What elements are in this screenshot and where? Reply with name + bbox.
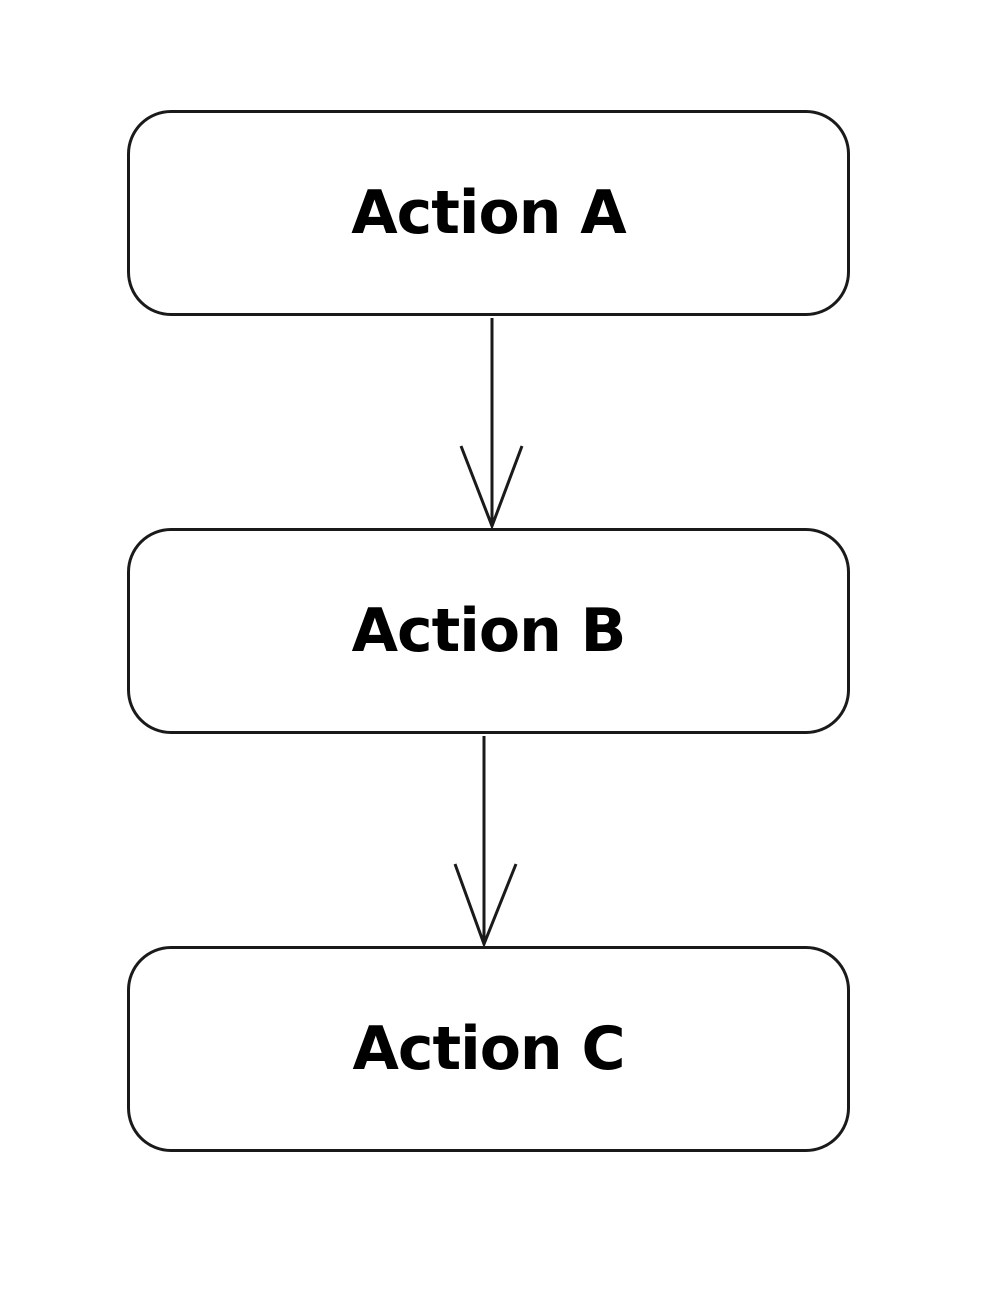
node-action-a-label: Action A [351, 178, 627, 248]
edge-a-to-b-arrowhead [459, 445, 524, 531]
node-action-a: Action A [127, 110, 850, 316]
node-action-b: Action B [127, 528, 850, 734]
node-action-b-label: Action B [351, 596, 627, 666]
node-action-c: Action C [127, 946, 850, 1152]
edge-a-to-b [459, 318, 524, 531]
edge-b-to-c-arrowhead [453, 863, 518, 949]
edge-b-to-c [453, 736, 518, 949]
node-action-c-label: Action C [352, 1014, 625, 1084]
